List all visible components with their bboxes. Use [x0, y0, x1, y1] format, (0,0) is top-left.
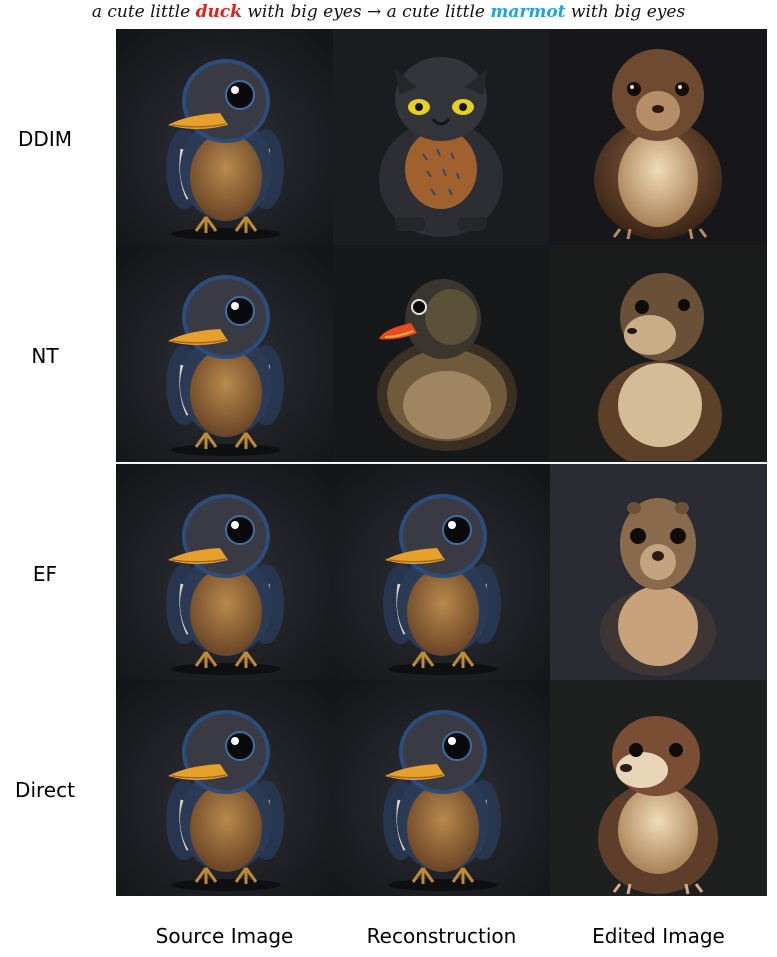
ddim-edited-image: [550, 29, 767, 245]
row-divider: [116, 462, 767, 464]
ef-edited-image: [550, 464, 767, 680]
column-label-reconstruction: Reconstruction: [366, 924, 517, 948]
ddim-source-image: [116, 29, 333, 245]
caption-source-word: duck: [195, 2, 242, 22]
direct-edited-image: [550, 680, 767, 896]
caption-middle: with big eyes → a cute little: [241, 2, 491, 22]
ddim-reconstruction-image: [333, 29, 550, 245]
ef-reconstruction-image: [333, 464, 550, 680]
direct-reconstruction-image: [333, 680, 550, 896]
column-label-edited: Edited Image: [592, 924, 725, 948]
caption-target-word: marmot: [490, 2, 566, 22]
nt-edited-image: [550, 245, 767, 461]
nt-reconstruction-image: [333, 245, 550, 461]
row-label-direct: Direct: [15, 778, 75, 802]
row-label-nt: NT: [31, 344, 59, 368]
row-label-ddim: DDIM: [18, 127, 72, 151]
row-label-ef: EF: [32, 562, 58, 586]
caption-prefix: a cute little: [91, 2, 196, 22]
column-label-source: Source Image: [155, 924, 294, 948]
image-grid: [116, 29, 767, 896]
direct-source-image: [116, 680, 333, 896]
caption: a cute little duck with big eyes → a cut…: [0, 2, 777, 22]
nt-source-image: [116, 245, 333, 461]
caption-suffix: with big eyes: [565, 2, 686, 22]
ef-source-image: [116, 464, 333, 680]
